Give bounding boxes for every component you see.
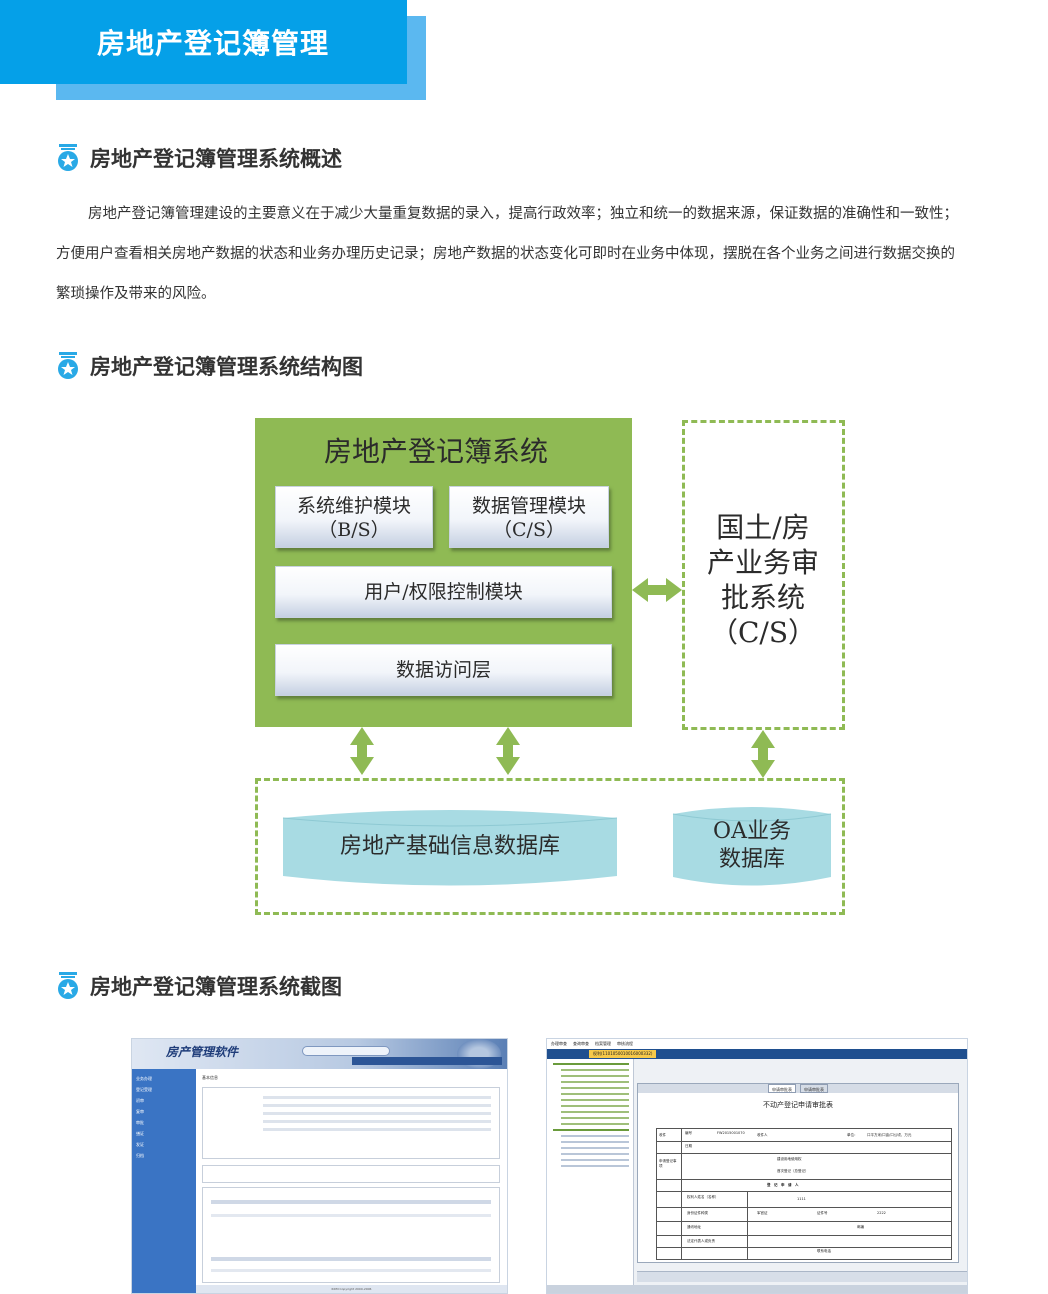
sidebar-item[interactable]: 缮证 bbox=[136, 1131, 144, 1136]
pager-bar bbox=[637, 1271, 967, 1282]
double-arrow-vertical bbox=[350, 727, 775, 778]
section-title: 房地产登记簿管理系统结构图 bbox=[90, 355, 363, 379]
approval-system-box bbox=[682, 420, 845, 730]
form-label: 收件 bbox=[659, 1133, 666, 1137]
form-value: 2222 bbox=[877, 1211, 886, 1215]
screenshot-desktop-app: 办理审查 查询审查 档案管理 审核流程 权利(11010500100160003… bbox=[546, 1038, 968, 1294]
app-footer: RDM Copyright 2000-2006 bbox=[196, 1285, 507, 1293]
medal-icon bbox=[56, 144, 80, 172]
form-label: 权利人姓名（名称） bbox=[687, 1195, 719, 1199]
database-layer-box bbox=[255, 778, 845, 915]
app-banner-box bbox=[302, 1046, 390, 1056]
approval-line: 批系统 bbox=[720, 581, 805, 614]
form-label: 登 记 申 请 人 bbox=[767, 1183, 799, 1187]
db-oa-label: OA业务 数据库 bbox=[673, 818, 831, 874]
sidebar-item[interactable]: 复审 bbox=[136, 1109, 144, 1114]
menu-item[interactable]: 查询审查 bbox=[573, 1041, 589, 1046]
module-data-management: 数据管理模块 （C/S） bbox=[449, 486, 609, 548]
form-value: 首次登记（总登记） bbox=[777, 1169, 809, 1173]
form-label: 通讯地址 bbox=[687, 1225, 701, 1229]
approval-line: （C/S） bbox=[709, 616, 817, 649]
app-content: 基本信息 bbox=[202, 1075, 500, 1283]
form-value: 建设用地使用权 bbox=[777, 1157, 802, 1161]
approval-form: 申请审批表 申请审批表 不动产登记申请审批表 收件 编号 日期 FW201500… bbox=[637, 1083, 959, 1263]
status-bar bbox=[547, 1285, 967, 1293]
overview-line: 方便用户查看相关房地产数据的状态和业务办理历史记录；房地产数据的状态变化可即时在… bbox=[56, 246, 955, 262]
form-value: FW2015001070 bbox=[717, 1131, 745, 1135]
app-sidebar: 业务办理 登记受理 初审 复审 审批 缮证 发证 归档 bbox=[132, 1069, 196, 1293]
module-name: 用户/权限控制模块 bbox=[364, 581, 523, 603]
sidebar-item[interactable]: 初审 bbox=[136, 1098, 144, 1103]
form-label: 联系电话 bbox=[817, 1249, 831, 1253]
double-arrow-horizontal bbox=[632, 578, 682, 602]
module-type: （B/S） bbox=[318, 519, 390, 541]
header-banner: 房地产登记簿管理 bbox=[0, 0, 407, 84]
db-oa-line: OA业务 bbox=[713, 819, 791, 844]
section-title: 房地产登记簿管理系统截图 bbox=[90, 975, 342, 999]
form-label: 申请登记事项 bbox=[659, 1159, 677, 1168]
title-bar: 权利(1101050010016000332) bbox=[547, 1049, 967, 1059]
form-tabs: 申请审批表 申请审批表 bbox=[638, 1084, 958, 1093]
form-title: 不动产登记申请审批表 bbox=[763, 1101, 833, 1109]
app-logo: 房产管理软件 bbox=[166, 1045, 239, 1059]
db-basic-label: 房地产基础信息数据库 bbox=[339, 834, 560, 859]
module-name: 数据访问层 bbox=[395, 659, 491, 681]
table-box bbox=[202, 1187, 500, 1283]
form-label: 证件号 bbox=[817, 1211, 828, 1215]
overview-line: 繁琐操作及带来的风险。 bbox=[56, 286, 216, 302]
menu-item[interactable]: 审核流程 bbox=[617, 1041, 633, 1046]
form-tab[interactable]: 申请审批表 bbox=[768, 1084, 796, 1093]
medal-icon bbox=[56, 352, 80, 380]
form-label: 单位： bbox=[847, 1133, 858, 1137]
menu-item[interactable]: 档案管理 bbox=[595, 1041, 611, 1046]
tree-panel bbox=[547, 1059, 634, 1285]
screenshot-web-app: 房产管理软件 业务办理 登记受理 初审 复审 审批 缮证 发证 归档 基本信息 bbox=[131, 1038, 508, 1294]
module-name: 系统维护模块 bbox=[296, 495, 411, 517]
form-label: 编号 bbox=[685, 1131, 692, 1135]
form-label: 收件人 bbox=[757, 1133, 768, 1137]
form-value: 军官证 bbox=[757, 1211, 768, 1215]
module-maintenance: 系统维护模块 （B/S） bbox=[275, 486, 433, 548]
sidebar-item[interactable]: 发证 bbox=[136, 1142, 144, 1147]
form-label: 邮编 bbox=[857, 1225, 864, 1229]
sidebar-item[interactable]: 审批 bbox=[136, 1120, 144, 1125]
approval-line: 国土/房 bbox=[716, 511, 810, 544]
active-tab[interactable]: 权利(1101050010016000332) bbox=[589, 1050, 657, 1058]
section-overview-heading: 房地产登记簿管理系统概述 bbox=[56, 142, 342, 174]
module-name: 数据管理模块 bbox=[471, 495, 586, 517]
form-tab[interactable]: 申请审批表 bbox=[800, 1084, 828, 1093]
menu-bar: 办理审查 查询审查 档案管理 审核流程 bbox=[547, 1039, 967, 1049]
approval-line: 产业务审 bbox=[706, 546, 819, 579]
module-type: （C/S） bbox=[493, 519, 565, 541]
sidebar-item[interactable]: 归档 bbox=[136, 1153, 144, 1158]
form-label: 日期 bbox=[685, 1144, 692, 1148]
module-auth: 用户/权限控制模块 bbox=[275, 566, 612, 618]
form-box-2 bbox=[202, 1165, 500, 1183]
module-data-access: 数据访问层 bbox=[275, 644, 612, 696]
overview-paragraph: 房地产登记簿管理建设的主要意义在于减少大量重复数据的录入，提高行政效率；独立和统… bbox=[56, 194, 1048, 314]
menu-item[interactable]: 办理审查 bbox=[551, 1041, 567, 1046]
form-value: 口平方米/口亩/口公顷、万元 bbox=[867, 1133, 912, 1137]
medal-icon bbox=[56, 972, 80, 1000]
page-title: 房地产登记簿管理 bbox=[97, 27, 330, 60]
system-title: 房地产登记簿系统 bbox=[323, 435, 548, 468]
form-box bbox=[202, 1087, 500, 1159]
form-label: 法定代表人或负责 bbox=[687, 1239, 715, 1243]
app-topnav bbox=[352, 1057, 502, 1065]
overview-line: 房地产登记簿管理建设的主要意义在于减少大量重复数据的录入，提高行政效率；独立和统… bbox=[88, 206, 958, 222]
sidebar-item[interactable]: 业务办理 bbox=[136, 1076, 152, 1081]
sidebar-item[interactable]: 登记受理 bbox=[136, 1087, 152, 1092]
section-title: 房地产登记簿管理系统概述 bbox=[90, 147, 342, 171]
approval-system-label: 国土/房 产业务审 批系统 （C/S） bbox=[686, 510, 840, 650]
form-value: 1111 bbox=[797, 1197, 806, 1201]
form-heading: 基本信息 bbox=[202, 1075, 218, 1080]
section-structure-heading: 房地产登记簿管理系统结构图 bbox=[56, 350, 363, 382]
form-grid: 收件 编号 日期 FW2015001070 收件人 单位： 口平方米/口亩/口公… bbox=[656, 1128, 952, 1260]
section-screenshot-heading: 房地产登记簿管理系统截图 bbox=[56, 970, 342, 1002]
db-oa-line: 数据库 bbox=[718, 847, 785, 872]
form-label: 身份证件种类 bbox=[687, 1211, 708, 1215]
